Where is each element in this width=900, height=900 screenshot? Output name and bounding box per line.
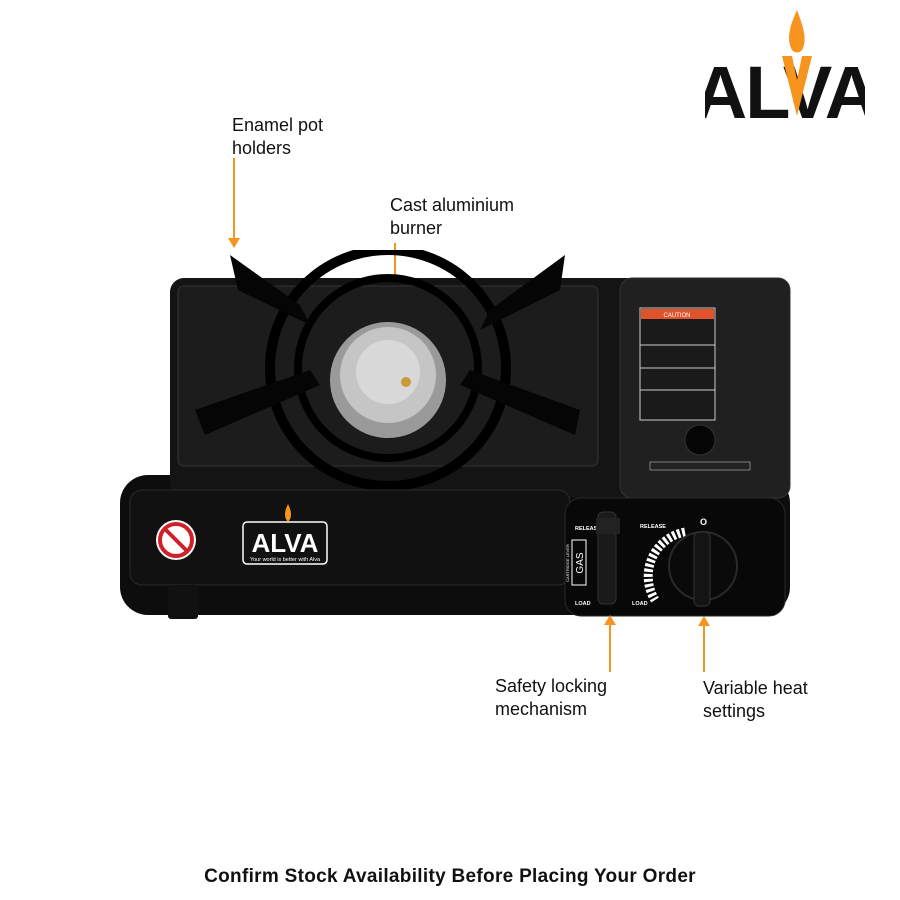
badge-logo: ALVA bbox=[252, 528, 319, 558]
svg-text:LOAD: LOAD bbox=[632, 601, 648, 607]
svg-text:CARTRIDGE LEVER: CARTRIDGE LEVER bbox=[565, 544, 570, 582]
svg-text:GAS: GAS bbox=[575, 552, 586, 573]
svg-text:RELEASE: RELEASE bbox=[640, 524, 666, 530]
callout-safety-lock: Safety locking mechanism bbox=[495, 676, 608, 719]
callout-burner: Cast aluminium burner bbox=[390, 195, 515, 238]
alva-logo: ALVA bbox=[705, 10, 865, 123]
heat-control-dial: RELEASE LOAD O bbox=[632, 517, 738, 607]
arrow-pot-holders bbox=[228, 158, 240, 248]
arrow-heat-settings bbox=[698, 616, 710, 672]
stove-foot bbox=[168, 585, 198, 619]
svg-text:O: O bbox=[700, 517, 707, 527]
flame-icon bbox=[789, 10, 805, 53]
stock-notice: Confirm Stock Availability Before Placin… bbox=[204, 866, 696, 887]
no-flame-warning-icon bbox=[156, 520, 196, 560]
callout-pot-holders: Enamel pot holders bbox=[232, 115, 324, 158]
pot-holders bbox=[195, 255, 580, 435]
arrow-safety-lock bbox=[604, 615, 616, 672]
svg-text:LOAD: LOAD bbox=[575, 601, 591, 607]
caution-sticker: CAUTION bbox=[639, 307, 716, 421]
svg-text:RELEASE: RELEASE bbox=[575, 526, 601, 532]
portable-gas-stove: CAUTION ALVA Your world is better with A… bbox=[120, 250, 791, 619]
badge-tagline: Your world is better with Alva bbox=[250, 557, 321, 563]
caution-header: CAUTION bbox=[664, 313, 691, 319]
alva-badge: ALVA Your world is better with Alva bbox=[242, 504, 328, 565]
callout-heat-settings: Variable heat settings bbox=[703, 678, 808, 721]
cartridge-lever: RELEASE LOAD GAS CARTRIDGE LEVER bbox=[565, 511, 620, 607]
